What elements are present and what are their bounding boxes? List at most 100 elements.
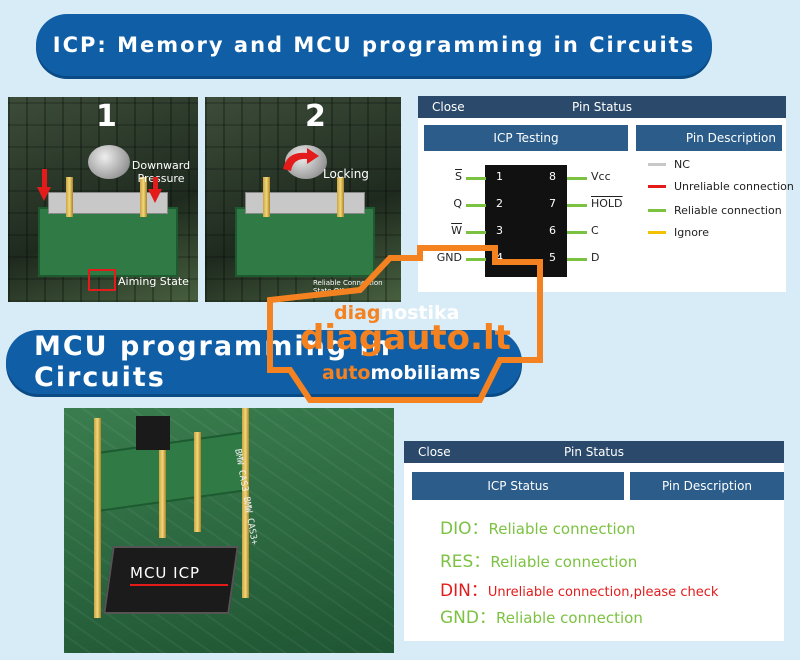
status-pin-key: GND： <box>440 608 496 628</box>
pin-number: 6 <box>549 224 556 237</box>
watermark-line1: diagnostika <box>334 302 460 324</box>
watermark-diag: diag <box>334 302 381 324</box>
watermark-auto: auto <box>322 362 371 384</box>
highlight-box <box>88 269 116 291</box>
mcu-icp-label: MCU ICP <box>130 564 201 582</box>
pin-name-right: HOLD <box>591 197 623 210</box>
rotate-arrow-icon <box>283 148 319 171</box>
locking-caption: Locking <box>323 167 369 181</box>
aiming-caption: Aiming State <box>118 275 189 288</box>
status-value: Unreliable connection,please check <box>487 585 719 600</box>
top-banner: ICP: Memory and MCU programming in Circu… <box>36 14 712 76</box>
tab-pin-description[interactable]: Pin Description <box>630 472 784 500</box>
status-row: GND：Reliable connection <box>440 603 643 628</box>
brass-post <box>263 177 270 217</box>
pin-status-line <box>466 231 486 234</box>
watermark-nostika: nostika <box>380 302 460 324</box>
pin-name-left: S <box>455 170 462 183</box>
legend-swatch <box>648 231 666 234</box>
red-arrow-shaft <box>153 177 158 191</box>
legend-swatch <box>648 185 666 188</box>
status-value: Reliable connection <box>488 520 636 538</box>
pin-status-line <box>567 204 587 207</box>
clamp-bar <box>48 192 168 214</box>
panel-header: Close Pin Status <box>418 96 786 118</box>
photo-aiming-state: 1 Downward Pressure Aiming State <box>8 97 198 302</box>
status-row: DIO：Reliable connection <box>440 514 635 539</box>
status-pin-key: RES： <box>440 552 491 572</box>
status-row: RES：Reliable connection <box>440 547 637 572</box>
pin-number: 4 <box>496 251 503 264</box>
pin-number: 8 <box>549 170 556 183</box>
adapter-board <box>38 207 178 277</box>
status-pin-key: DIN： <box>440 581 488 601</box>
status-pin-key: DIO： <box>440 519 489 539</box>
red-down-arrow-icon <box>37 187 51 201</box>
probe-pin <box>242 408 249 598</box>
legend-swatch <box>648 209 666 212</box>
pin-number: 2 <box>496 197 503 210</box>
close-button[interactable]: Close <box>418 445 451 459</box>
pin-status-line <box>567 231 587 234</box>
screw-knob <box>88 145 130 179</box>
legend-swatch <box>648 163 666 166</box>
photo-mcu-icp: MCU ICP BMW CAS3 BMW CAS3+ <box>64 408 394 653</box>
watermark-mobiliams: mobiliams <box>370 362 481 384</box>
tab-icp-status[interactable]: ICP Status <box>412 472 624 500</box>
legend-label: NC <box>674 158 690 171</box>
pin-status-line <box>466 258 486 261</box>
tab-pin-description[interactable]: Pin Description <box>636 125 782 151</box>
clamp-bar <box>245 192 365 214</box>
brass-post <box>66 177 73 217</box>
legend-label: Ignore <box>674 226 709 239</box>
brass-post <box>337 177 344 217</box>
status-value: Reliable connection <box>495 609 643 627</box>
top-banner-title: ICP: Memory and MCU programming in Circu… <box>52 33 696 57</box>
legend-label: Reliable connection <box>674 204 782 217</box>
red-underline <box>130 584 228 586</box>
tab-icp-testing[interactable]: ICP Testing <box>424 125 628 151</box>
pin-name-left: Q <box>453 197 462 210</box>
pin-status-line <box>466 177 486 180</box>
adapter-board <box>235 207 375 277</box>
mid-banner: MCU programming in Circuits <box>6 330 522 394</box>
probe-pin <box>94 418 101 618</box>
pin-status-line <box>567 177 587 180</box>
pin-number: 5 <box>549 251 556 264</box>
pin-number: 7 <box>549 197 556 210</box>
close-button[interactable]: Close <box>432 100 465 114</box>
status-row: DIN：Unreliable connection,please check <box>440 576 718 601</box>
pin-name-right: D <box>591 251 600 264</box>
legend-item: NC <box>648 158 690 171</box>
pin-name-right: C <box>591 224 599 237</box>
pin-status-line <box>466 204 486 207</box>
pin-name-right: Vcc <box>591 170 611 183</box>
step-number: 2 <box>305 99 326 134</box>
pin-header <box>136 416 170 450</box>
eeprom-chip-diagram <box>485 165 567 277</box>
probe-pin <box>159 428 166 538</box>
legend-item: Ignore <box>648 226 709 239</box>
legend-item: Reliable connection <box>648 204 782 217</box>
panel-title: Pin Status <box>564 445 624 459</box>
watermark-line3: automobiliams <box>322 362 480 384</box>
pin-name-left: W <box>451 224 462 237</box>
legend-label: Unreliable connection <box>674 180 794 193</box>
pin-status-line <box>567 258 587 261</box>
pin-number: 1 <box>496 170 503 183</box>
pin-name-left: GND <box>436 251 462 264</box>
probe-pin <box>194 432 201 532</box>
legend-item: Unreliable connection <box>648 180 794 193</box>
status-value: Reliable connection <box>490 553 638 571</box>
red-arrow-shaft <box>42 169 47 189</box>
watermark-line2: diagauto.lt <box>300 318 511 358</box>
photo-locking-state: 2 Locking Reliable Connection State OK <box>205 97 401 302</box>
brass-post <box>140 177 147 217</box>
mid-banner-title: MCU programming in Circuits <box>34 331 393 393</box>
panel-header: Close Pin Status <box>404 441 784 463</box>
pin-number: 3 <box>496 224 503 237</box>
panel-title: Pin Status <box>572 100 632 114</box>
pressure-caption: Downward Pressure <box>131 159 191 185</box>
red-down-arrow-icon <box>148 189 162 203</box>
watermark-logo-icon <box>267 245 543 403</box>
